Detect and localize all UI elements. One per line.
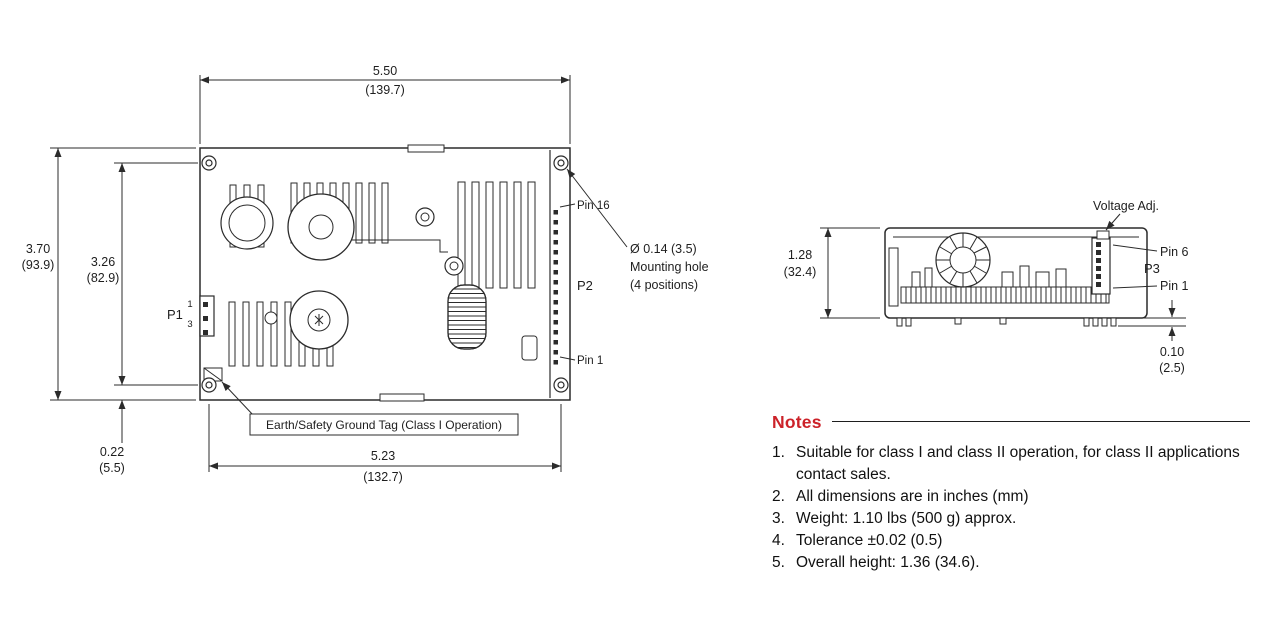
mounting-holes bbox=[201, 155, 569, 393]
p1-label: P1 bbox=[167, 307, 183, 322]
note-item: 1. Suitable for class I and class II ope… bbox=[772, 442, 1250, 486]
dim-height-outer: 3.70 (93.9) bbox=[22, 147, 196, 401]
callout-mounting-hole: Ø 0.14 (3.5) Mounting hole (4 positions) bbox=[566, 168, 709, 292]
board-hole-small bbox=[264, 311, 278, 325]
transformer bbox=[289, 290, 349, 350]
dim-width-bottom-mm: (132.7) bbox=[363, 470, 403, 484]
bottom-pins bbox=[896, 317, 1117, 327]
dim-width-top-mm: (139.7) bbox=[365, 83, 405, 97]
pin1-label: Pin 1 bbox=[577, 355, 603, 367]
dim-height-outer-in: 3.70 bbox=[26, 242, 50, 256]
dim-height-inner-in: 3.26 bbox=[91, 255, 115, 269]
notes-section: Notes 1. Suitable for class I and class … bbox=[772, 412, 1250, 574]
note-item: 4. Tolerance ±0.02 (0.5) bbox=[772, 530, 1250, 552]
pin1-side-label: Pin 1 bbox=[1160, 279, 1189, 293]
mounting-hole-dia-label: Ø 0.14 (3.5) bbox=[630, 242, 697, 256]
p2-labels: Pin 16 P2 Pin 1 bbox=[559, 200, 610, 367]
note-number: 4. bbox=[772, 532, 785, 549]
note-text: All dimensions are in inches (mm) bbox=[796, 488, 1029, 505]
pin16-label: Pin 16 bbox=[577, 200, 610, 212]
heatsink-left-top bbox=[220, 184, 274, 250]
dim-side-height-mm: (32.4) bbox=[784, 265, 817, 279]
wound-coil bbox=[447, 284, 487, 350]
note-text: Tolerance ±0.02 (0.5) bbox=[796, 532, 943, 549]
top-view: 5.50 (139.7) 3.70 (93.9) 3.26 (82.9) 0.2… bbox=[22, 64, 709, 484]
standoff-screw-2 bbox=[444, 256, 464, 276]
notes-list: 1. Suitable for class I and class II ope… bbox=[772, 442, 1250, 574]
dim-bottom-width: 5.23 (132.7) bbox=[208, 404, 562, 484]
dim-offset-bottom-in: 0.22 bbox=[100, 445, 124, 459]
notes-divider bbox=[831, 421, 1250, 422]
pcb-trace bbox=[352, 239, 448, 253]
note-number: 1. bbox=[772, 444, 785, 461]
side-labels: Voltage Adj. Pin 6 P3 Pin 1 bbox=[1093, 199, 1189, 293]
side-components bbox=[911, 265, 1067, 288]
heatsink-bottom-left bbox=[228, 301, 334, 367]
mounting-hole-positions-label: (4 positions) bbox=[630, 278, 698, 292]
dim-height-inner: 3.26 (82.9) bbox=[87, 162, 198, 386]
notes-header: Notes bbox=[772, 412, 1250, 433]
capacitor bbox=[521, 335, 538, 361]
dim-width-top-in: 5.50 bbox=[373, 64, 397, 78]
note-text: Suitable for class I and class II operat… bbox=[796, 444, 1240, 483]
p3-connector bbox=[1091, 237, 1111, 295]
note-text: Weight: 1.10 lbs (500 g) approx. bbox=[796, 510, 1017, 527]
dim-height-outer-mm: (93.9) bbox=[22, 258, 55, 272]
note-number: 2. bbox=[772, 488, 785, 505]
p2-label: P2 bbox=[577, 278, 593, 293]
dim-pin-mm: (2.5) bbox=[1159, 361, 1185, 375]
dim-offset-bottom: 0.22 (5.5) bbox=[99, 400, 126, 475]
p1-connector bbox=[199, 295, 215, 337]
voltage-adj-label: Voltage Adj. bbox=[1093, 199, 1159, 213]
note-number: 3. bbox=[772, 510, 785, 527]
note-item: 5. Overall height: 1.36 (34.6). bbox=[772, 552, 1250, 574]
p1-labels: P1 1 3 bbox=[167, 299, 193, 330]
mounting-hole-top-left bbox=[201, 155, 217, 171]
mounting-hole-bottom-left bbox=[201, 377, 217, 393]
side-view: 1.28 (32.4) 0.10 (2.5) Voltage Adj. Pin … bbox=[784, 199, 1189, 375]
ground-tag-label: Earth/Safety Ground Tag (Class I Operati… bbox=[266, 418, 502, 432]
dim-pin-in: 0.10 bbox=[1160, 345, 1184, 359]
toroid-side bbox=[935, 232, 991, 288]
p2-connector bbox=[549, 150, 558, 398]
dim-height-inner-mm: (82.9) bbox=[87, 271, 120, 285]
callout-ground-tag: Earth/Safety Ground Tag (Class I Operati… bbox=[221, 381, 519, 436]
dim-side-height: 1.28 (32.4) bbox=[784, 227, 880, 319]
dim-top-width: 5.50 (139.7) bbox=[199, 64, 571, 144]
dim-offset-bottom-mm: (5.5) bbox=[99, 461, 125, 475]
dim-side-height-in: 1.28 bbox=[788, 248, 812, 262]
mounting-hole-top-right bbox=[553, 155, 569, 171]
p1-pin3-label: 3 bbox=[187, 319, 192, 330]
note-item: 2. All dimensions are in inches (mm) bbox=[772, 486, 1250, 508]
dim-width-bottom-in: 5.23 bbox=[371, 449, 395, 463]
standoff-screw-1 bbox=[415, 207, 435, 227]
pin6-side-label: Pin 6 bbox=[1160, 245, 1189, 259]
note-text: Overall height: 1.36 (34.6). bbox=[796, 554, 980, 571]
dim-pin-protrusion: 0.10 (2.5) bbox=[1118, 300, 1186, 375]
mounting-hole-label: Mounting hole bbox=[630, 260, 709, 274]
voltage-adj-pot bbox=[1096, 230, 1110, 240]
p3-label: P3 bbox=[1144, 261, 1160, 276]
p1-pin1-label: 1 bbox=[187, 299, 192, 310]
mounting-hole-bottom-right bbox=[553, 377, 569, 393]
toroid-inductor bbox=[287, 193, 355, 261]
note-item: 3. Weight: 1.10 lbs (500 g) approx. bbox=[772, 508, 1250, 530]
note-number: 5. bbox=[772, 554, 785, 571]
notes-title: Notes bbox=[772, 412, 822, 432]
pcb-side bbox=[900, 286, 1110, 304]
